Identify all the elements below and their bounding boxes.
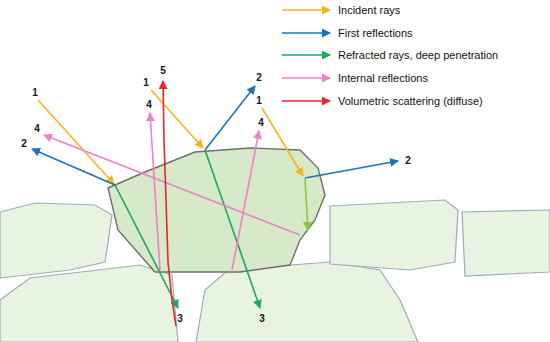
legend-label: First reflections <box>338 27 413 39</box>
legend-arrow <box>282 32 330 34</box>
callout-number: 1 <box>256 95 262 106</box>
callout-number: 2 <box>21 138 27 149</box>
legend-arrow <box>282 100 330 102</box>
legend-label: Internal reflections <box>338 72 428 84</box>
callout-number: 1 <box>32 87 38 98</box>
legend-label: Refracted rays, deep penetration <box>338 49 498 61</box>
callout-number: 5 <box>160 65 166 76</box>
callout-number: 4 <box>258 117 264 128</box>
callout-number: 2 <box>256 72 262 83</box>
callout-number: 1 <box>143 77 149 88</box>
callout-number: 4 <box>34 123 40 134</box>
light-rays <box>32 81 398 326</box>
callout-number: 3 <box>177 313 183 324</box>
legend-label: Incident rays <box>338 4 400 16</box>
central-particle <box>108 148 325 272</box>
callout-number: 4 <box>146 99 152 110</box>
legend-arrow <box>282 77 330 79</box>
legend-arrow <box>282 9 330 11</box>
legend-label: Volumetric scattering (diffuse) <box>338 95 483 107</box>
callout-number: 3 <box>259 313 265 324</box>
callout-number: 2 <box>405 155 411 166</box>
legend-arrow <box>282 54 330 56</box>
